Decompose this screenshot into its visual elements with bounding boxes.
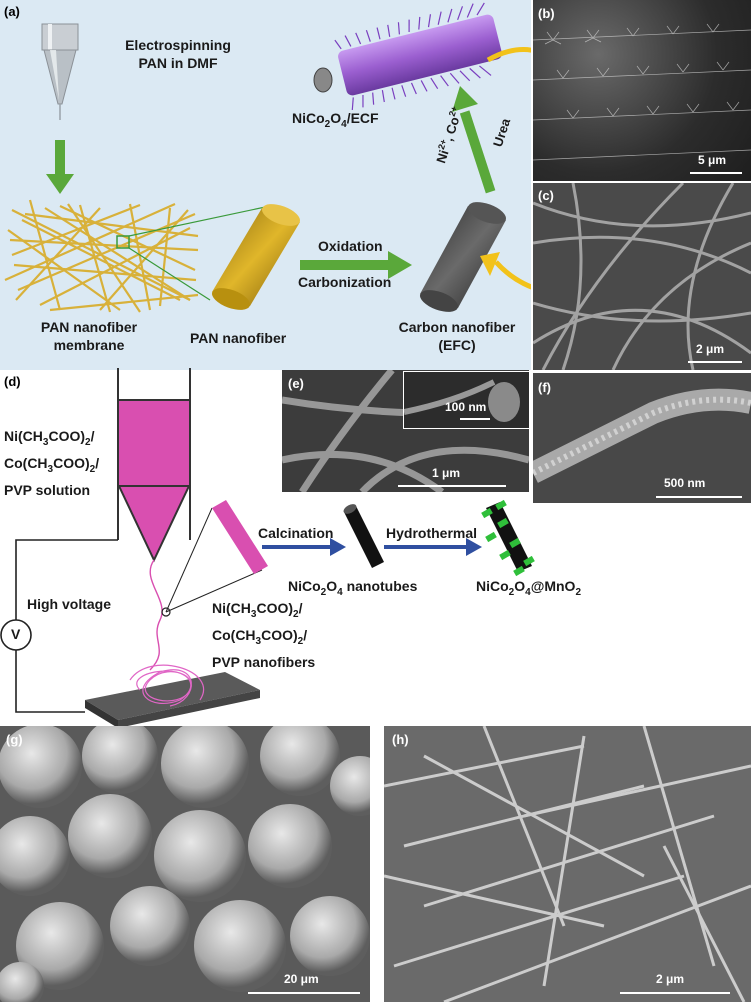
scale-text-e-main: 1 μm <box>432 466 460 480</box>
panel-a-diagram <box>0 0 531 370</box>
scale-bar-e-main <box>398 485 506 487</box>
yellow-arrow-top <box>488 50 531 110</box>
oxidation-label: Oxidation <box>318 238 383 254</box>
scale-text-g: 20 μm <box>284 972 319 986</box>
scale-bar-f <box>656 496 742 498</box>
panel-h-label: (h) <box>392 732 409 747</box>
panel-g-label: (g) <box>6 732 23 747</box>
carbonization-label: Carbonization <box>298 274 391 290</box>
scale-text-b: 5 μm <box>698 153 726 167</box>
panel-c-label: (c) <box>538 188 554 203</box>
black-nanotube <box>342 502 384 568</box>
hydrothermal-label: Hydrothermal <box>386 525 477 541</box>
circuit-wire <box>16 540 118 712</box>
core-shell-label: NiCo2O4@MnO2 <box>476 578 581 598</box>
scale-text-h: 2 μm <box>656 972 684 986</box>
scale-text-e-inset: 100 nm <box>445 400 486 414</box>
green-arrow-up <box>452 86 495 193</box>
sem-image-g <box>0 726 370 1002</box>
solution-label: Ni(CH3COO)2/ Co(CH3COO)2/ PVP solution <box>4 426 99 500</box>
scale-bar-g <box>248 992 360 994</box>
nico2o4-ecf-label: NiCo2O4/ECF <box>292 110 379 130</box>
sem-image-h <box>384 726 751 1002</box>
nanotubes-label: NiCo2O4 nanotubes <box>288 578 417 598</box>
syringe <box>118 368 190 560</box>
yellow-arrow-bottom <box>496 262 531 292</box>
panel-b-label: (b) <box>538 6 555 21</box>
green-arrow-down <box>46 140 74 194</box>
sem-image-f <box>533 373 751 503</box>
needle-icon <box>42 24 78 120</box>
pan-nanofiber-label: PAN nanofiber <box>190 330 286 346</box>
scale-text-c: 2 μm <box>696 342 724 356</box>
pan-nanofiber-cylinder <box>209 200 303 315</box>
nico2o4-ecf-rod <box>314 1 503 110</box>
carbon-nanofiber-label: Carbon nanofiber (EFC) <box>392 318 522 354</box>
pan-membrane <box>5 200 198 312</box>
scale-bar-c <box>688 361 742 363</box>
nico2o4-mno2-tube <box>481 500 535 576</box>
scale-text-f: 500 nm <box>664 476 705 490</box>
scale-bar-b <box>690 172 742 174</box>
nanofibers-label: Ni(CH3COO)2/ Co(CH3COO)2/ PVP nanofibers <box>212 598 315 672</box>
panel-f-label: (f) <box>538 380 551 395</box>
pan-membrane-label: PAN nanofiber membrane <box>14 318 164 354</box>
panel-e-label: (e) <box>288 376 304 391</box>
calcination-label: Calcination <box>258 525 333 541</box>
scale-bar-e-inset <box>460 418 490 420</box>
voltmeter-symbol: V <box>11 626 20 642</box>
high-voltage-label: High voltage <box>27 596 111 612</box>
electrospinning-label: Electrospinning PAN in DMF <box>118 36 238 72</box>
scale-bar-h <box>620 992 730 994</box>
